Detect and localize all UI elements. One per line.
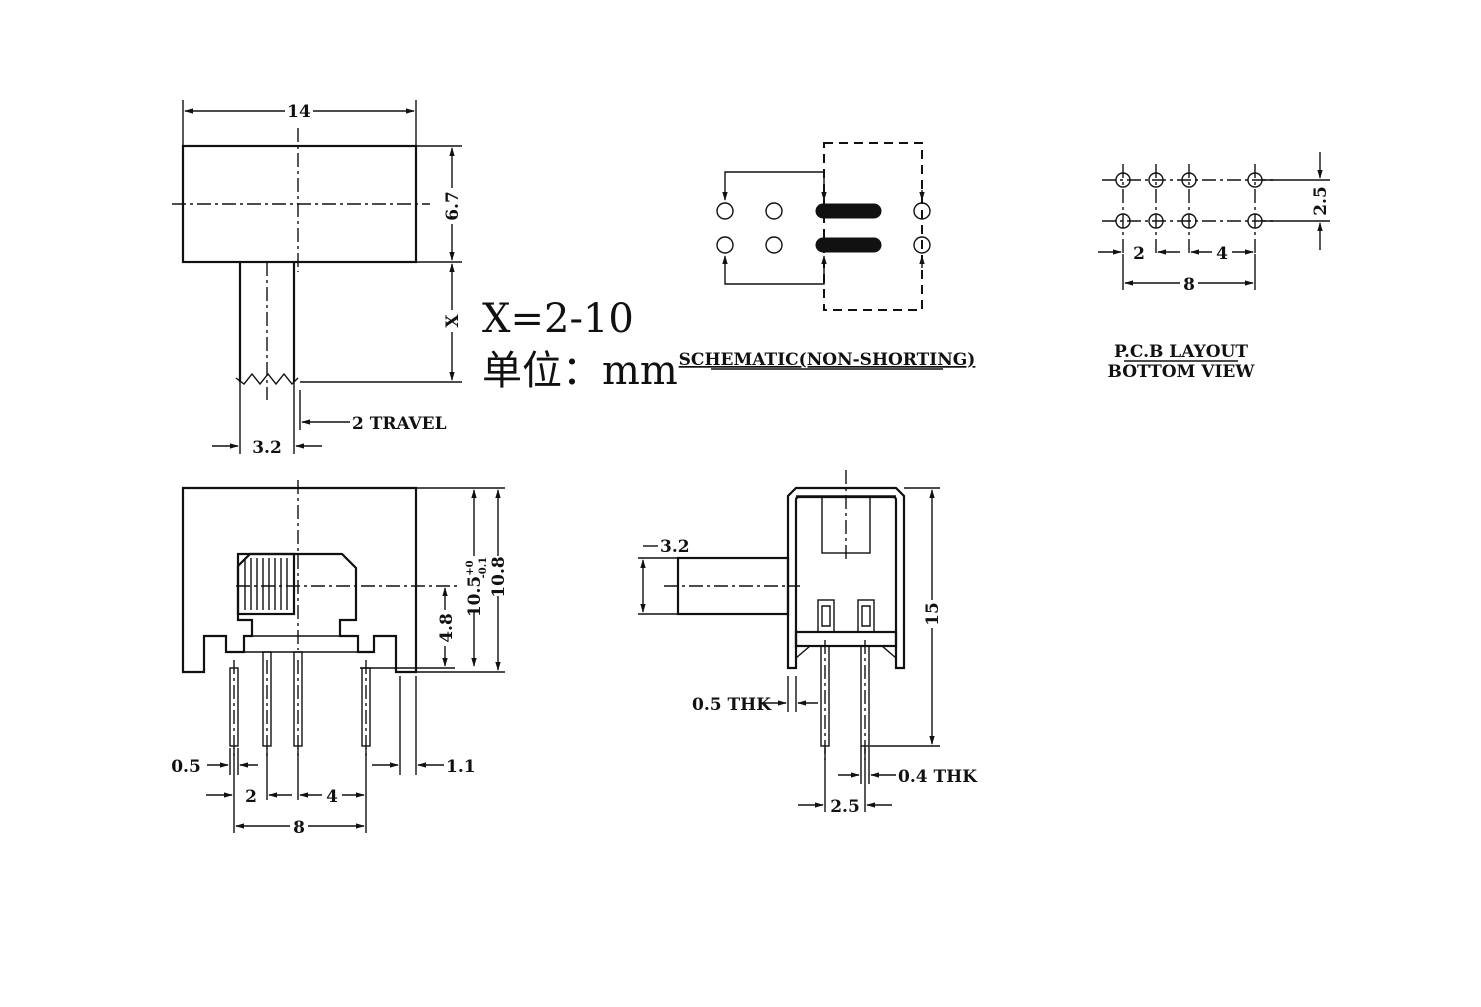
front-span-label: 8 [293,818,305,838]
pcb-hole [1115,172,1131,188]
height-b-label: 10.8 [489,556,509,597]
frame-thickness-label: 0.5 THK [692,695,772,715]
pcb-hole [1148,213,1164,229]
side-pin [820,640,830,760]
front-pin [293,651,303,760]
top-view: 14 6.7 X 3.2 2 TRAVEL [172,100,463,458]
pcb-caption-line1: P.C.B LAYOUT [1114,342,1248,362]
side-offset-label: 1.1 [446,757,476,777]
height-label: 6.7 [443,191,463,221]
height-a-label: 10.5+0-0.1 [465,557,489,617]
x-range-note: X=2-10 [482,296,634,342]
pcb-caption-line2: BOTTOM VIEW [1108,362,1256,382]
terminal-5 [765,236,783,254]
pcb-pitch-4-label: 4 [1216,244,1228,264]
front-pin [229,660,239,760]
side-frame-outline [786,486,906,670]
pcb-span-label: 8 [1183,275,1195,295]
front-pitch-2-label: 2 [245,787,257,807]
side-height-label: 15 [923,602,943,626]
schematic-caption: SCHEMATIC(NON-SHORTING) [679,350,976,370]
terminal-6 [913,236,931,254]
schematic-wire-top-left [722,171,827,201]
note-block: X=2-10 单位：mm [482,296,678,394]
pin-pitch-label: 2.5 [830,797,860,817]
unit-note: 单位：mm [482,348,678,394]
front-view: 10.5+0-0.1 10.8 4.8 0.5 1.1 2 4 8 [171,480,510,838]
pcb-pitch-2-label: 2 [1133,244,1145,264]
side-base [794,630,898,648]
front-pitch-4-label: 4 [326,787,338,807]
slider-knob [236,552,296,616]
schematic-wire-bottom-left [722,255,827,285]
pcb-hole [1181,172,1197,188]
slider-dashed-outline [823,142,923,311]
side-actuator-label: 3.2 [660,537,690,557]
front-pin [262,651,272,760]
actuator-break-line [235,372,299,386]
front-pin [361,660,371,760]
terminal-4 [716,236,734,254]
actuator-length-label: X [443,314,463,328]
side-pin [860,640,870,760]
knob-ribs [244,558,288,610]
travel-label: 2 TRAVEL [352,414,447,434]
schematic: SCHEMATIC(NON-SHORTING) [679,142,976,370]
pin-thickness-label: 0.5 [171,757,201,777]
row-pitch-label: 2.5 [1311,186,1331,216]
pcb-layout: 2.5 2 4 8 P.C.B LAYOUT BOTTOM VIEW [1098,152,1331,382]
terminal-2 [765,202,783,220]
pcb-hole [1148,172,1164,188]
width-label: 14 [287,102,311,122]
terminal-1 [716,202,734,220]
front-housing-outline [181,486,418,674]
terminal-3 [913,202,931,220]
knob-height-label: 4.8 [437,613,457,643]
pcb-hole [1115,213,1131,229]
pin-thickness-side-label: 0.4 THK [898,767,978,787]
actuator-width-label: 3.2 [252,438,282,458]
side-view: 3.2 15 0.5 THK 0.4 THK 2.5 [638,470,978,817]
pcb-hole [1181,213,1197,229]
